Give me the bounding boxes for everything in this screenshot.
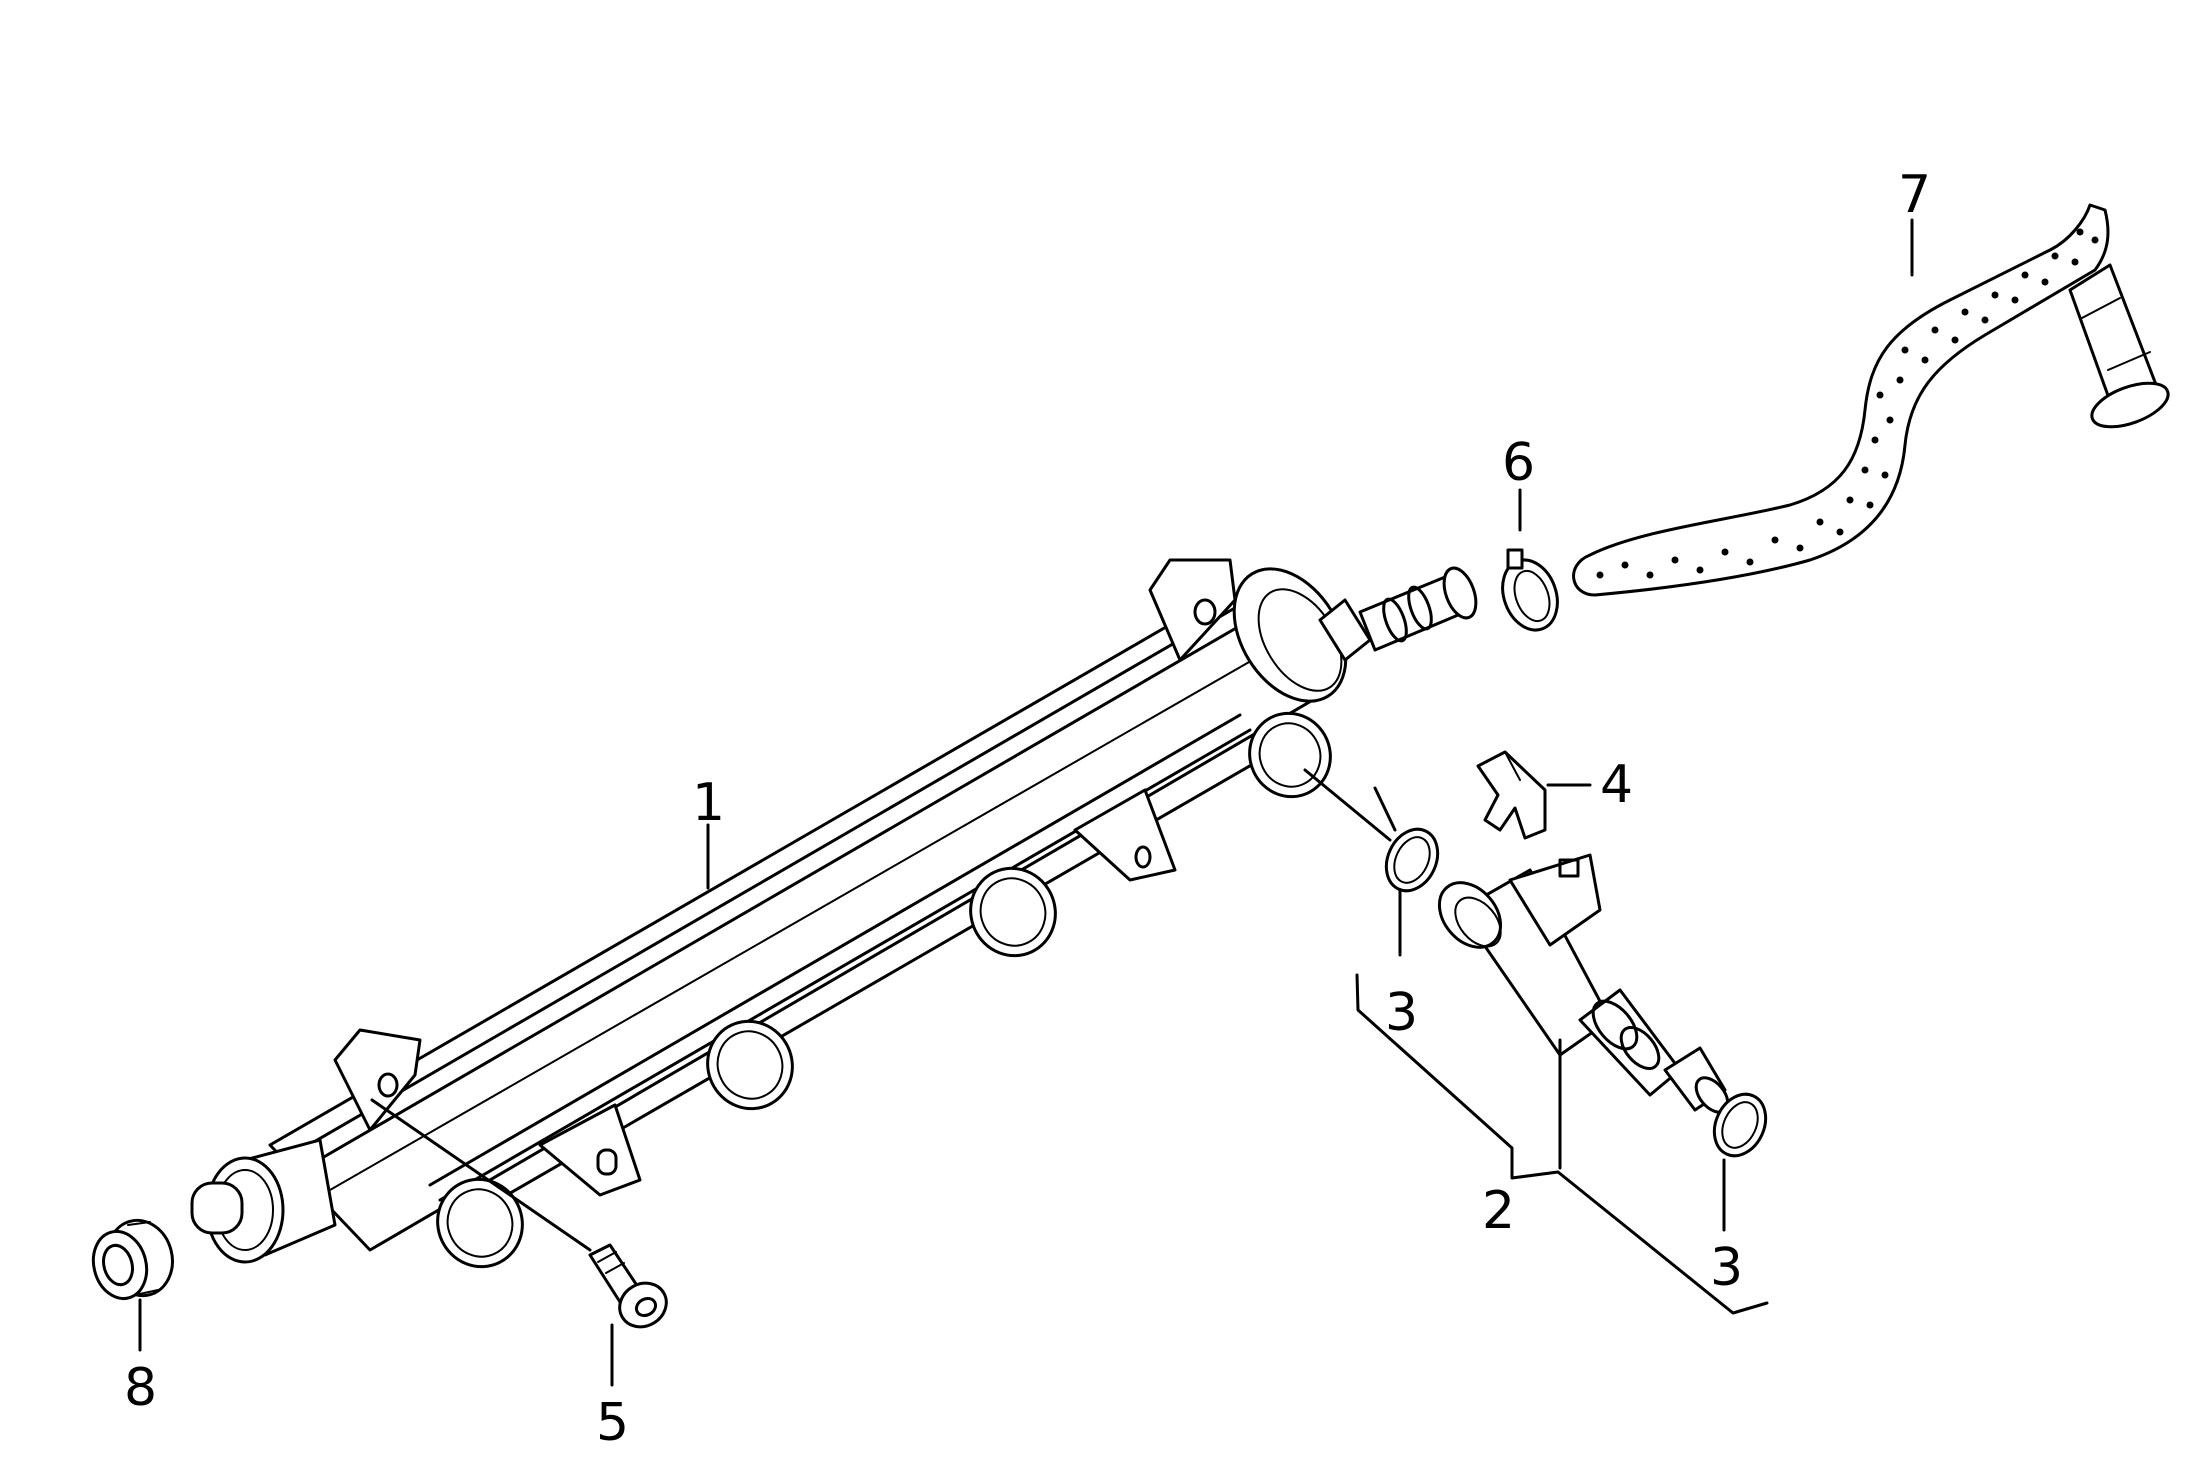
injector-cup-3	[706, 1019, 794, 1111]
callout-3-upper: 3	[1385, 983, 1418, 1043]
rail-left-end	[190, 1138, 337, 1264]
leader-lines	[138, 218, 1914, 1387]
callout-7: 7	[1898, 165, 1931, 225]
callout-labels: 1 2 3 3 4 5 6 7 8	[124, 165, 1931, 1453]
fuel-rail	[190, 558, 1478, 1269]
callout-1: 1	[692, 773, 725, 833]
callout-5: 5	[596, 1393, 629, 1453]
fuel-hose	[1572, 203, 2170, 597]
retaining-clip	[1476, 750, 1547, 840]
fuel-injector	[1437, 853, 1730, 1114]
socket-head-bolt	[588, 1243, 668, 1329]
o-ring-lower	[1712, 1092, 1768, 1158]
o-ring-upper	[1384, 827, 1440, 893]
callout-6: 6	[1502, 433, 1535, 493]
injector-cup-2	[969, 866, 1057, 958]
injector-cup-4	[436, 1177, 524, 1269]
callout-3-lower: 3	[1710, 1238, 1743, 1298]
callout-4: 4	[1600, 755, 1633, 815]
rail-outlet-pipe	[1318, 566, 1478, 662]
rail-end-cap	[91, 1218, 174, 1301]
hose-clamp	[1501, 548, 1559, 632]
callout-8: 8	[124, 1358, 157, 1418]
hose-fabric-dots	[1596, 228, 2099, 579]
callout-2: 2	[1482, 1181, 1515, 1241]
